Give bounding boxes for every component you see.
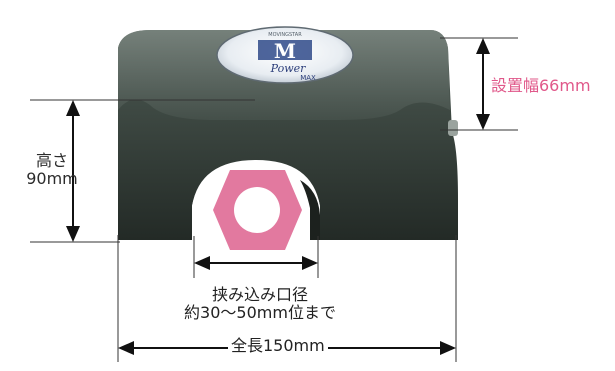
jaw-dimension: [193, 236, 319, 278]
height-label-line1: 高さ: [35, 151, 68, 170]
hex-nut-icon: [213, 170, 302, 250]
jaw-label: 挟み込み口径 約30〜50mm位まで: [150, 285, 370, 323]
height-label-line2: 90mm: [26, 169, 78, 189]
install-width-label: 設置幅66mm: [491, 76, 591, 95]
logo-max: MAX: [300, 74, 316, 82]
install-width-dimension: [440, 37, 518, 131]
height-label: 高さ 90mm: [22, 151, 82, 189]
total-length-label: 全長150mm: [228, 336, 328, 356]
side-bolt: [448, 120, 458, 136]
logo-script: Power: [270, 62, 307, 75]
logo-badge: M Power MAX MOVINGSTAR: [216, 26, 354, 84]
height-dimension: [30, 99, 255, 243]
logo-band-text: MOVINGSTAR: [268, 32, 302, 38]
logo-letter: M: [274, 39, 296, 63]
jaw-label-line2: 約30〜50mm位まで: [184, 303, 336, 323]
jaw-label-line1: 挟み込み口径: [211, 285, 308, 304]
